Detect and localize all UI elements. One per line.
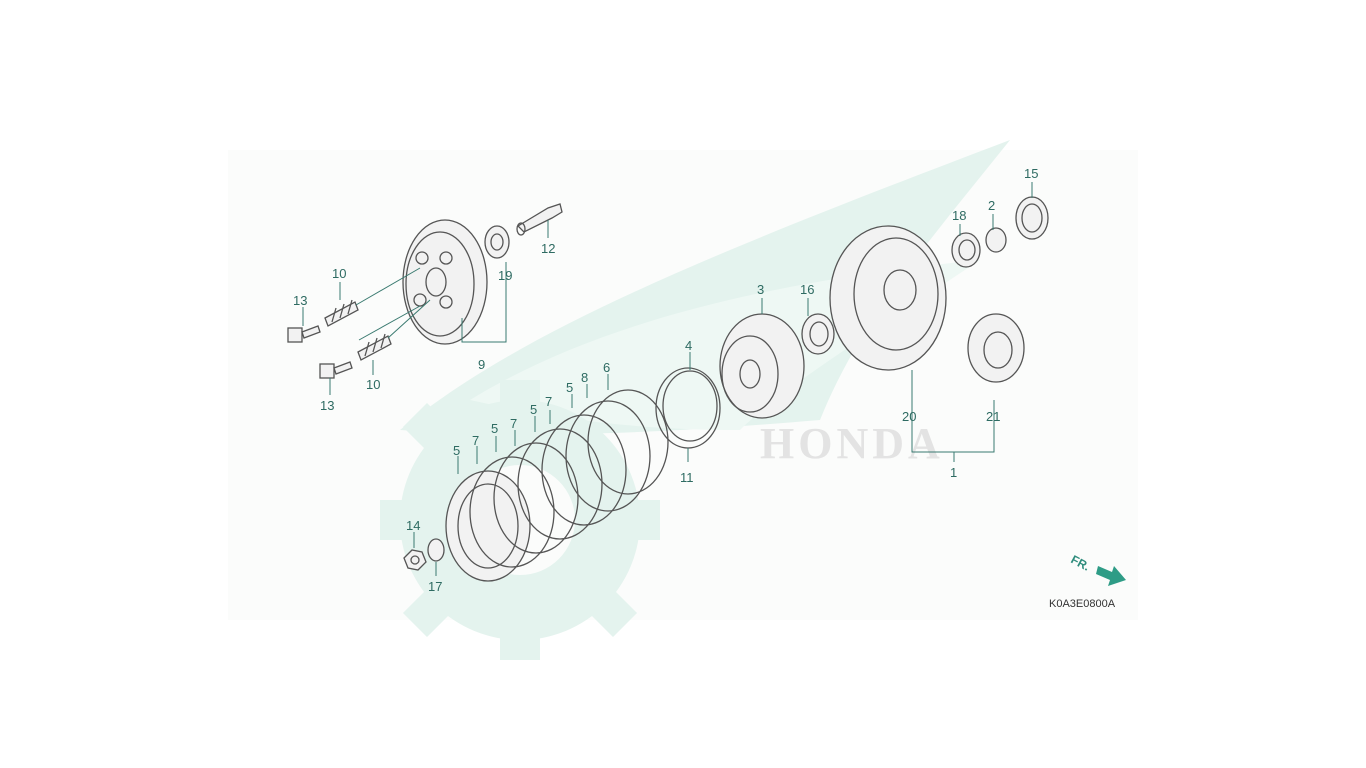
callout-6: 6 — [603, 360, 610, 375]
callout-20: 20 — [902, 409, 916, 424]
callout-5b: 5 — [491, 421, 498, 436]
watermark-text: HONDA — [760, 419, 944, 468]
needle-bearing — [951, 232, 981, 268]
callout-9: 9 — [478, 357, 485, 372]
clutch-center — [719, 313, 805, 419]
callout-5a: 5 — [453, 443, 460, 458]
pressure-plate — [402, 219, 488, 345]
callout-10a: 10 — [332, 266, 346, 281]
bolt-upper — [287, 325, 321, 343]
callout-labels: 1 2 3 4 5 5 5 5 5 6 7 7 7 7 8 9 10 10 11… — [293, 166, 1038, 594]
callout-10b: 10 — [366, 377, 380, 392]
honda-wing-watermark: HONDA — [228, 140, 1138, 660]
callout-19: 19 — [498, 268, 512, 283]
bolt-lower — [319, 361, 353, 379]
callout-3: 3 — [757, 282, 764, 297]
callout-5d: 5 — [566, 380, 573, 395]
callout-4: 4 — [685, 338, 692, 353]
clutch-spring-lower — [357, 333, 392, 361]
release-bearing — [484, 225, 510, 259]
callout-7b: 7 — [510, 416, 517, 431]
callout-7a: 7 — [472, 433, 479, 448]
arrow-right-icon — [1096, 566, 1126, 586]
callout-8: 8 — [581, 370, 588, 385]
callout-13a: 13 — [293, 293, 307, 308]
callout-12: 12 — [541, 241, 555, 256]
callout-7c: 7 — [545, 394, 552, 409]
clutch-outer — [829, 225, 947, 371]
spring-guide-lines — [355, 267, 431, 341]
lock-nut — [403, 549, 427, 571]
diagram-code: K0A3E0800A — [1049, 598, 1116, 610]
callout-15: 15 — [1024, 166, 1038, 181]
callout-16: 16 — [800, 282, 814, 297]
callout-21: 21 — [986, 409, 1000, 424]
callout-13b: 13 — [320, 398, 334, 413]
washer-15 — [1015, 196, 1049, 240]
callout-14: 14 — [406, 518, 420, 533]
thrust-washer — [801, 313, 835, 355]
lifter-rod — [516, 203, 563, 236]
callout-1: 1 — [950, 465, 957, 480]
bushing — [985, 227, 1007, 253]
callout-5c: 5 — [530, 402, 537, 417]
callout-18: 18 — [952, 208, 966, 223]
leader-lines — [302, 182, 1033, 576]
clutch-spring-upper — [324, 299, 359, 327]
callout-11: 11 — [680, 470, 694, 485]
primary-driven-gear — [967, 313, 1025, 383]
lock-washer — [427, 538, 445, 562]
callout-17: 17 — [428, 579, 442, 594]
callout-2: 2 — [988, 198, 995, 213]
clutch-disc-stack — [445, 389, 669, 582]
